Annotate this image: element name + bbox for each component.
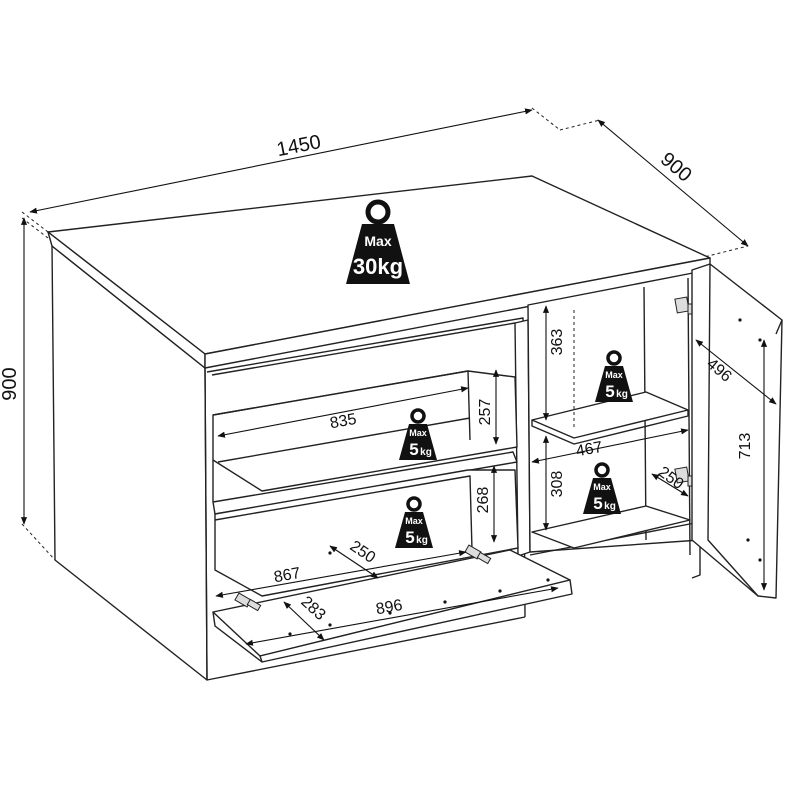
- cabinet-upper-height-label: 363: [549, 329, 566, 356]
- lower-shelf-weight-line2: 5: [405, 528, 414, 547]
- lower-shelf-weight-line1: Max: [405, 516, 423, 526]
- flap-width-label: 896: [375, 597, 404, 618]
- cabinet-width-label: 467: [575, 439, 604, 460]
- overall-dimensions: [20, 108, 749, 525]
- depth-dimension-line: [597, 119, 749, 247]
- drawer-shelf-weight-unit: kg: [420, 447, 432, 458]
- weight-icon: Max 5 kg: [595, 350, 633, 402]
- drawer-shelf-weight-line1: Max: [409, 428, 427, 438]
- cabinet-upper-weight-unit: kg: [616, 389, 628, 400]
- lower-shelf-weight-unit: kg: [416, 535, 428, 546]
- top-weight-line2: 30kg: [353, 254, 403, 279]
- weight-icon: Max 30kg: [346, 199, 410, 284]
- weight-icon: Max 5 kg: [395, 496, 433, 548]
- drawer-shelf-weight-line2: 5: [409, 440, 418, 459]
- top-weight-line1: Max: [364, 233, 391, 249]
- cabinet-lower-weight-line2: 5: [593, 494, 602, 513]
- cabinet-upper-weight-line2: 5: [605, 382, 614, 401]
- flap-inner-width-label: 867: [273, 565, 302, 586]
- cabinet-lower-height-label: 308: [549, 471, 566, 498]
- inner-dimensions: [215, 305, 777, 646]
- cabinet-lower-weight-line1: Max: [593, 482, 611, 492]
- depth-label: 900: [656, 148, 696, 186]
- height-label: 900: [0, 367, 21, 400]
- width-dimension-line: [29, 108, 533, 214]
- cabinet-upper-weight-line1: Max: [605, 370, 623, 380]
- hinge-icon: [464, 544, 492, 565]
- weight-icon: Max 5 kg: [399, 408, 437, 460]
- lower-height-label: 268: [475, 487, 492, 514]
- cabinet-lower-weight-unit: kg: [604, 501, 616, 512]
- weight-icon: Max 5 kg: [583, 462, 621, 514]
- width-label: 1450: [275, 131, 323, 161]
- door-height-label: 713: [737, 433, 754, 460]
- guide-lines: [21, 107, 749, 561]
- drawer-width-label: 835: [329, 411, 358, 432]
- cabinet-carcass: [47, 175, 711, 681]
- drawer-height-label: 257: [477, 399, 494, 426]
- open-door: [691, 263, 783, 599]
